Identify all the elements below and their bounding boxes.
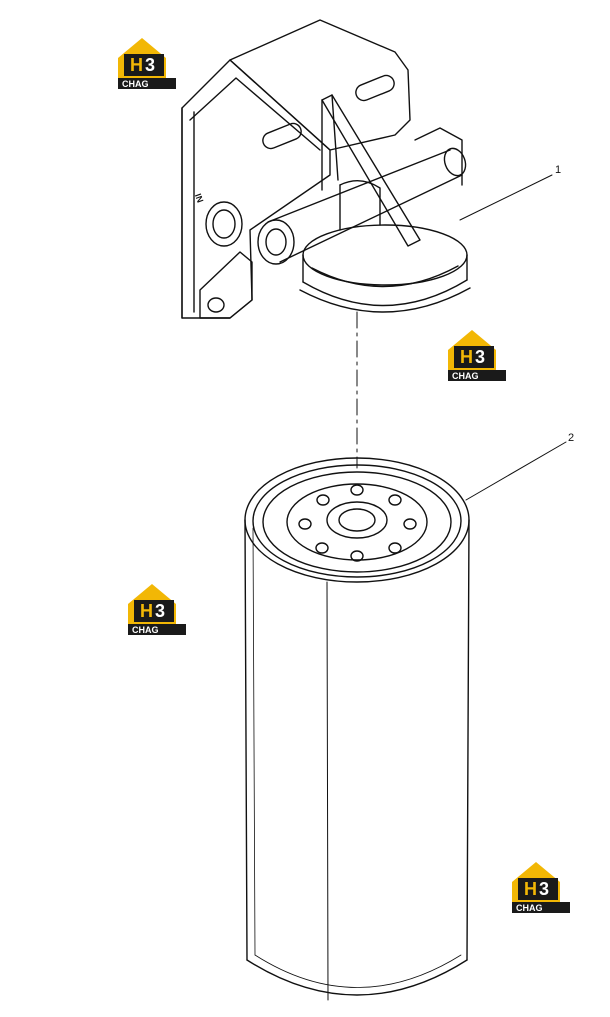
svg-text:CHAG: CHAG [452, 371, 479, 381]
watermark-logo: H 3 CHAG [512, 862, 570, 913]
svg-text:3: 3 [145, 55, 155, 75]
svg-text:3: 3 [475, 347, 485, 367]
leader-line-2 [465, 441, 567, 501]
svg-text:CHAG: CHAG [132, 625, 159, 635]
callout-1: 1 [555, 164, 561, 176]
filter-head [181, 19, 471, 319]
svg-text:CHAG: CHAG [516, 903, 543, 913]
svg-text:H: H [130, 55, 143, 75]
watermark-logo: H 3 CHAG [118, 38, 176, 89]
watermark-logo: H 3 CHAG [448, 330, 506, 381]
svg-text:3: 3 [539, 879, 549, 899]
callout-2: 2 [568, 432, 574, 444]
svg-text:CHAG: CHAG [122, 79, 149, 89]
svg-text:H: H [140, 601, 153, 621]
port-in-label: IN [193, 192, 205, 204]
svg-text:H: H [460, 347, 473, 367]
filter-cartridge [244, 457, 470, 1001]
svg-text:H: H [524, 879, 537, 899]
svg-text:3: 3 [155, 601, 165, 621]
leader-line-1 [459, 174, 553, 221]
watermark-logo: H 3 CHAG [128, 584, 186, 635]
